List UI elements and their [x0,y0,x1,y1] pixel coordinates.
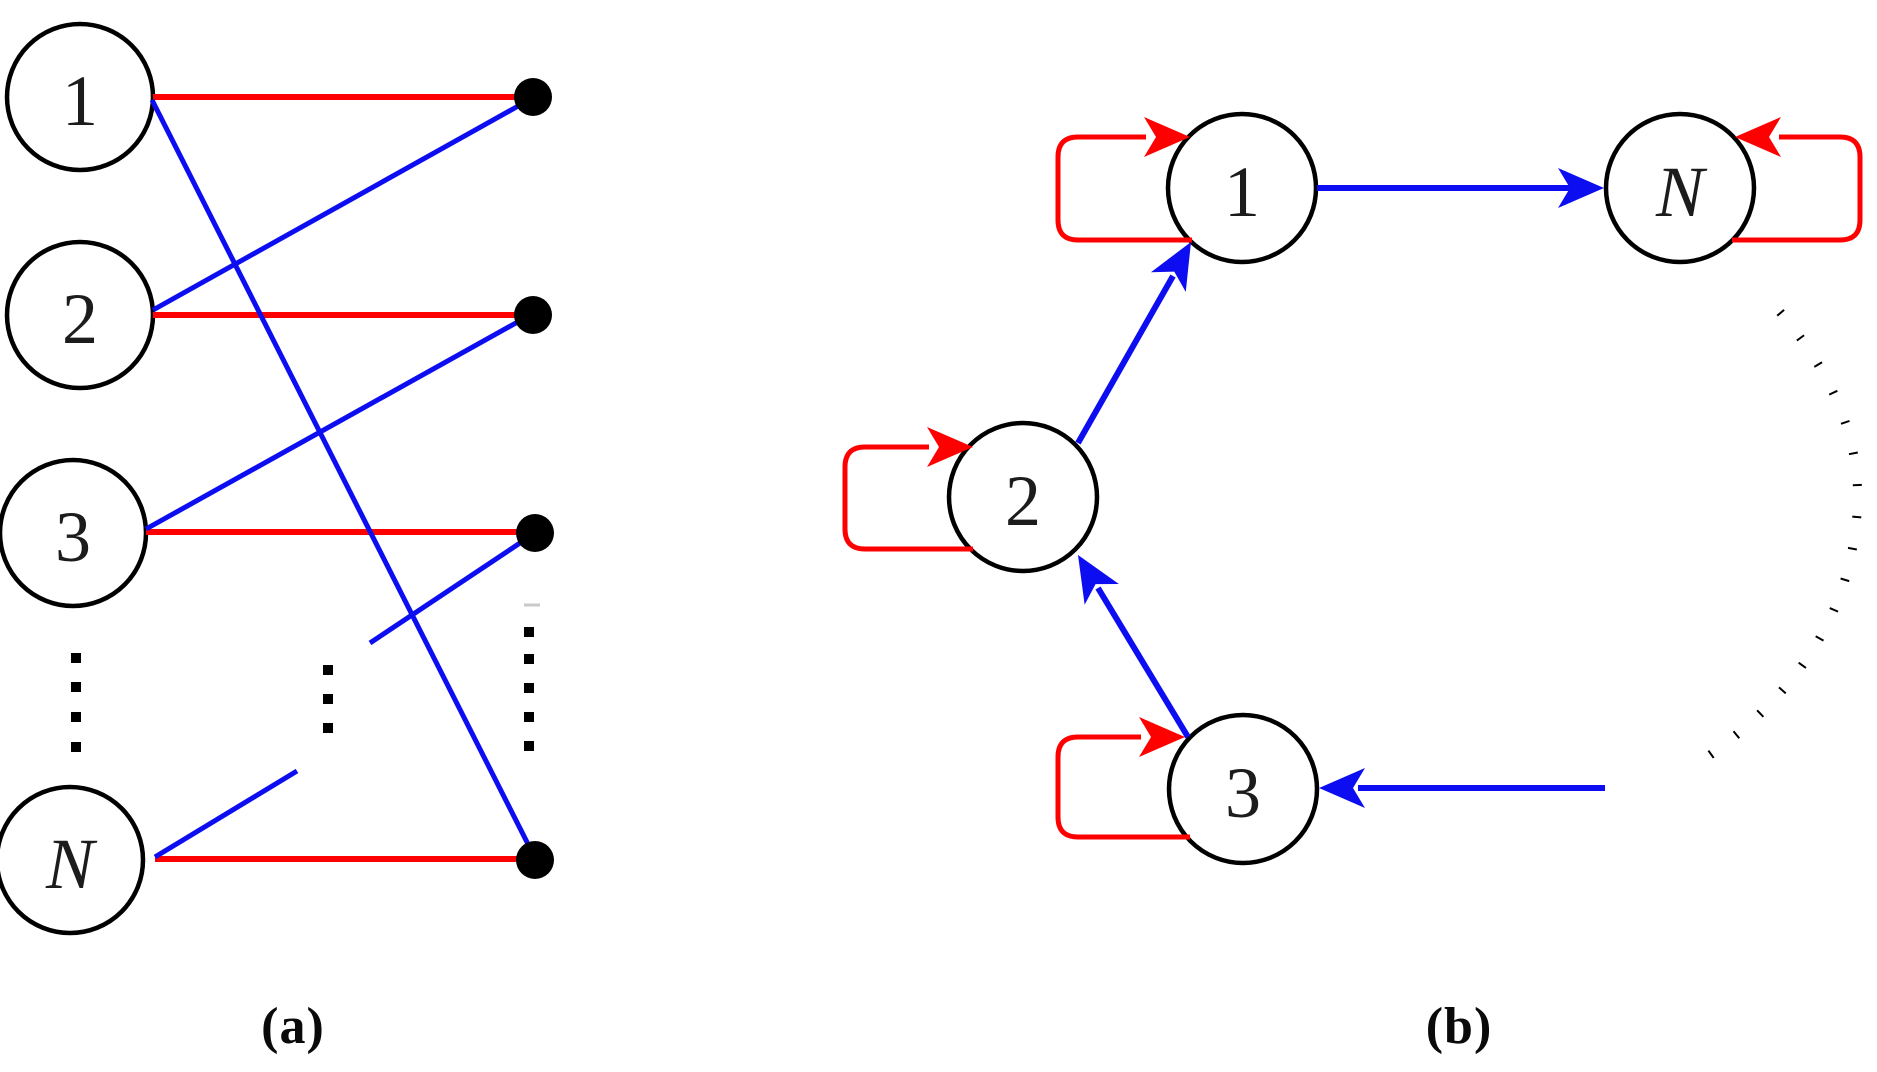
node-label-b-N: N [1655,152,1708,232]
transition-arrowhead [1319,768,1365,808]
edge-blue [149,98,537,858]
self-loop-red [1055,134,1192,243]
terminal-dot [516,514,554,552]
graph-node-b-1 [1165,111,1319,265]
edge-blue [368,530,537,646]
vertical-ellipsis-dot [524,654,534,664]
vertical-ellipsis-dot [524,712,534,722]
self-loop-arrowhead [927,427,973,467]
vertical-ellipsis-dot [71,712,81,722]
node-label-b-1: 1 [1224,152,1260,232]
self-loop-arrowhead [1735,117,1781,157]
node-label-b-3: 3 [1225,753,1261,833]
transition-arrowhead [1558,168,1604,208]
terminal-dot [516,841,554,879]
vertical-ellipsis-dot [71,742,81,752]
self-loop-red [1732,134,1863,243]
caption-panel-a: (a) [261,998,325,1055]
dotted-arc [1697,309,1863,766]
graph-node-b-3 [1166,712,1320,866]
vertical-ellipsis-dot [323,694,333,704]
transition-arrowhead [1078,555,1119,605]
graph-node-a-N [0,784,146,936]
graph-node-b-2 [946,420,1100,574]
transition-arrowhead [1150,242,1191,292]
self-loop-arrowhead [1139,717,1185,757]
self-loop-arrowhead [1144,117,1190,157]
node-label-b-2: 2 [1005,461,1041,541]
vertical-ellipsis-dot [524,741,534,751]
vertical-ellipsis-dot [71,653,81,663]
graph-node-b-N [1603,111,1757,265]
edge-blue [151,102,522,313]
node-label-a-3: 3 [55,497,91,577]
self-loop-red [842,444,973,552]
edge-blue [153,768,299,860]
vertical-ellipsis-dot [524,683,534,693]
self-loop-red [1055,734,1190,840]
node-label-a-2: 2 [62,279,98,359]
transition-arrow-blue [1095,586,1191,739]
caption-panel-b: (b) [1425,998,1493,1055]
vertical-ellipsis-dot [323,665,333,675]
node-label-a-1: 1 [62,61,98,141]
transition-arrow-blue [1075,274,1176,445]
vertical-ellipsis-dot [524,627,534,637]
vertical-ellipsis-dot [323,723,333,733]
terminal-dot [514,296,552,334]
node-label-a-N: N [45,824,98,904]
edge-blue [144,316,525,532]
terminal-dot [514,78,552,116]
vertical-ellipsis-dot [71,682,81,692]
